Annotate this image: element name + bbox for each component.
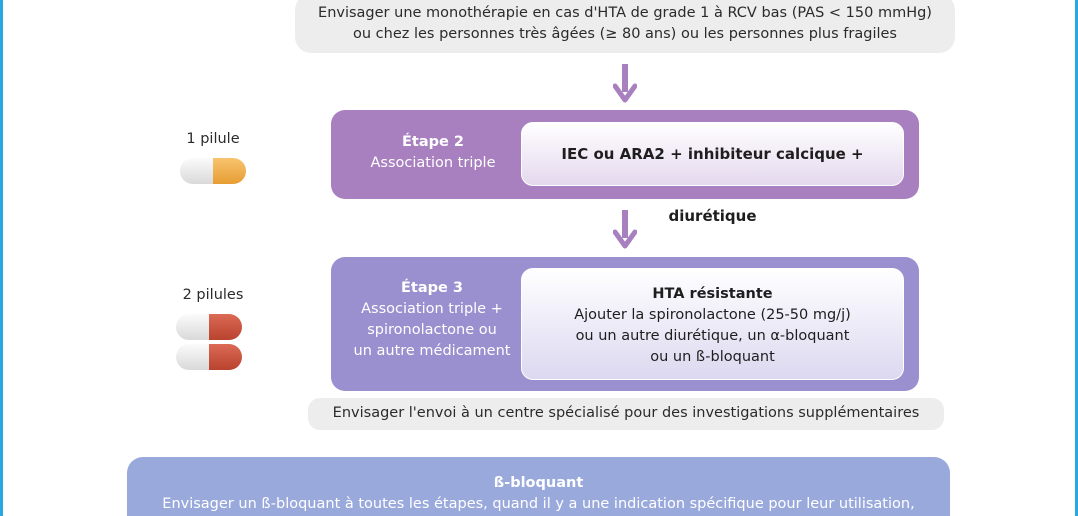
step3-subtitle-line2: spironolactone ou — [367, 322, 497, 338]
step3-label: Étape 3 Association triple + spironolact… — [339, 278, 525, 362]
beta-blocker-box: ß-bloquant Envisager un ß-bloquant à tou… — [127, 457, 950, 516]
step2-title: Étape 2 — [402, 134, 464, 150]
monotherapy-note-line2: ou chez les personnes très âgées (≥ 80 a… — [353, 26, 897, 42]
pill-icon — [176, 314, 242, 340]
step2-box: Étape 2 Association triple IEC ou ARA2 +… — [331, 110, 919, 225]
step3-subtitle-line3: un autre médicament — [353, 343, 511, 359]
step3-treatment-line3: ou un ß-bloquant — [650, 349, 775, 365]
step3-title: Étape 3 — [401, 280, 463, 296]
pill-icon — [176, 344, 242, 370]
beta-blocker-line1: Envisager un ß-bloquant à toutes les éta… — [162, 496, 915, 512]
monotherapy-note-line1: Envisager une monothérapie en cas d'HTA … — [318, 5, 932, 21]
monotherapy-note: Envisager une monothérapie en cas d'HTA … — [295, 0, 955, 53]
step2-subtitle: Association triple — [370, 155, 496, 171]
step3-box: Étape 3 Association triple + spironolact… — [331, 257, 919, 391]
down-arrow-icon — [613, 64, 637, 103]
referral-note: Envisager l'envoi à un centre spécialisé… — [308, 398, 944, 430]
resistant-hta-heading: HTA résistante — [652, 286, 773, 302]
step2-pills-label: 1 pilule — [186, 131, 240, 147]
step3-pills-label: 2 pilules — [182, 287, 244, 303]
down-arrow-icon — [613, 210, 637, 249]
step3-treatment: HTA résistante Ajouter la spironolactone… — [521, 268, 904, 380]
step3-subtitle-line1: Association triple + — [361, 301, 503, 317]
step2-label: Étape 2 Association triple — [353, 132, 513, 174]
step3-treatment-line2: ou un autre diurétique, un α-bloquant — [575, 328, 850, 344]
step3-treatment-line1: Ajouter la spironolactone (25-50 mg/j) — [574, 307, 851, 323]
step2-treatment: IEC ou ARA2 + inhibiteur calcique + diur… — [521, 122, 904, 225]
one-pill-icon — [180, 158, 246, 184]
beta-blocker-heading: ß-bloquant — [493, 475, 584, 491]
